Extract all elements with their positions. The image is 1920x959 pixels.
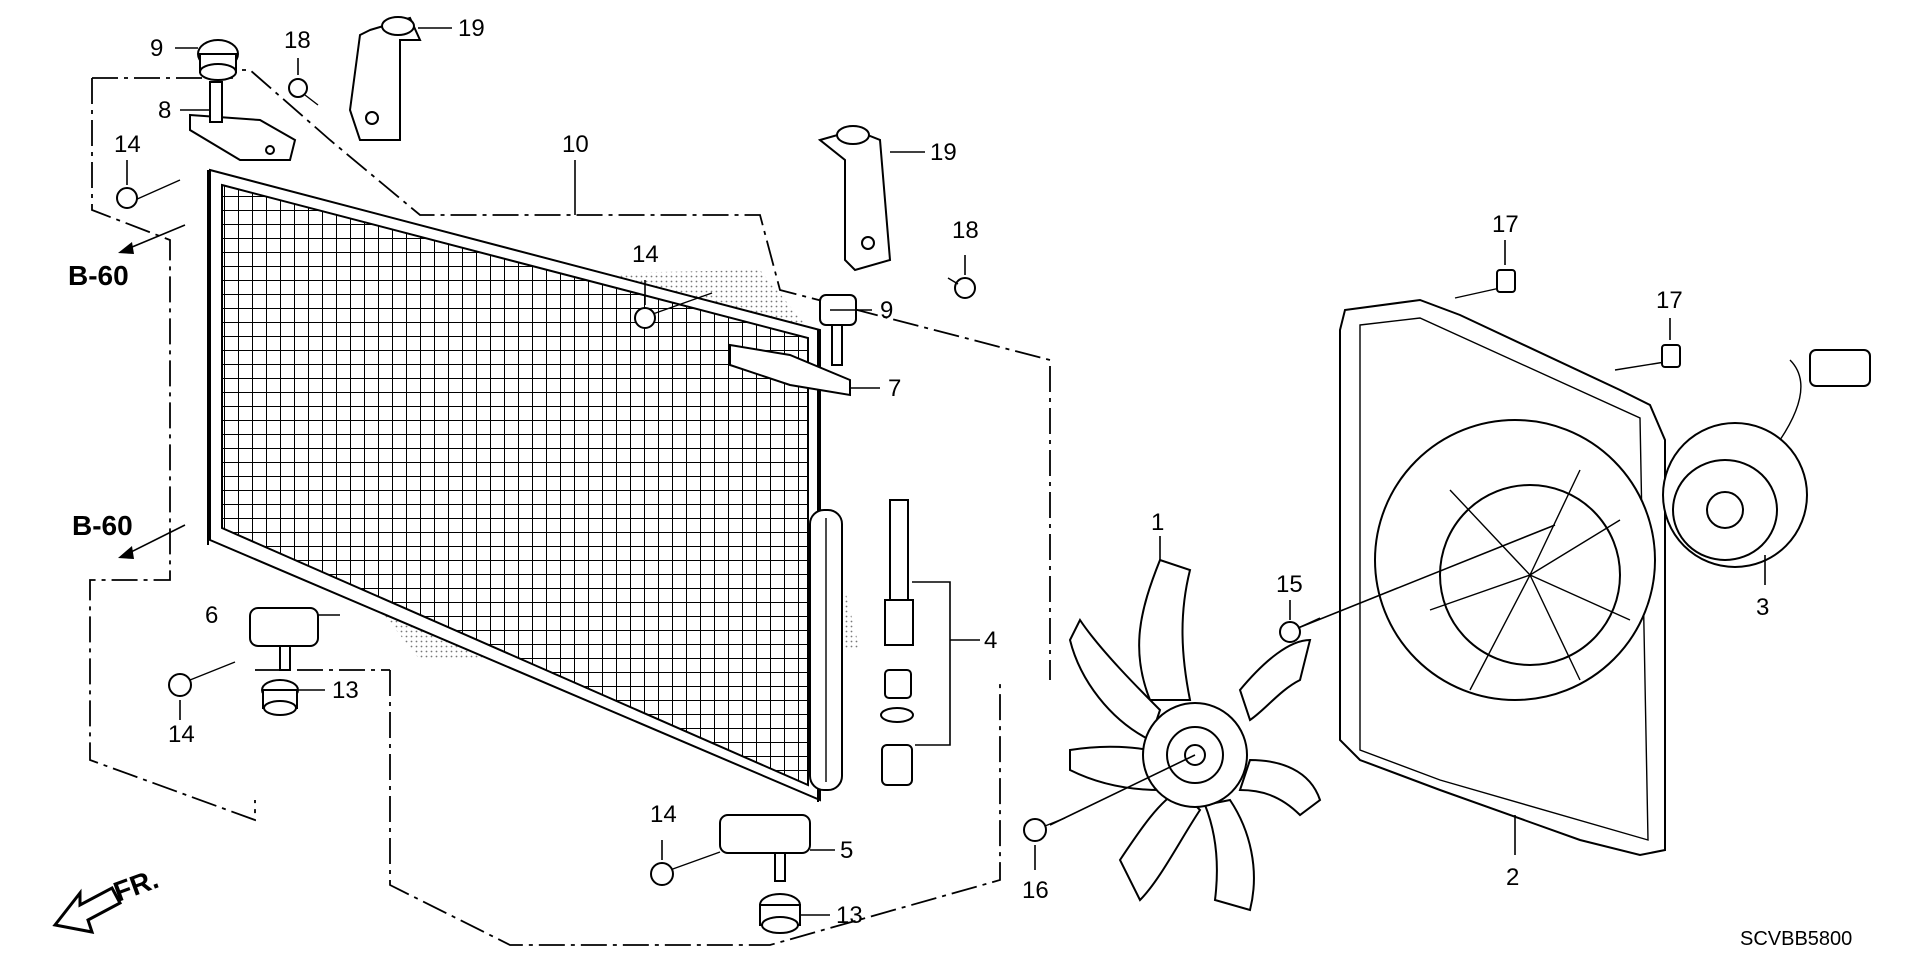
ref-link-top[interactable]: B-60 xyxy=(68,260,129,291)
part-label-3[interactable]: 3 xyxy=(1756,594,1769,621)
mount-bracket-top[interactable] xyxy=(348,16,422,141)
part-label-9-mid[interactable]: 9 xyxy=(880,297,893,324)
desiccant-set[interactable] xyxy=(880,499,914,786)
part-label-9-top[interactable]: 9 xyxy=(150,35,163,62)
lower-bracket-left[interactable] xyxy=(249,607,319,671)
ref-link-bottom[interactable]: B-60 xyxy=(72,510,133,541)
condenser[interactable] xyxy=(207,168,821,802)
fan-motor[interactable] xyxy=(1662,349,1871,568)
front-label: FR. xyxy=(109,863,162,908)
shroud-bolt-upper[interactable] xyxy=(1454,269,1516,299)
shroud-bolt-lower[interactable] xyxy=(1614,344,1681,371)
part-label-18-top[interactable]: 18 xyxy=(284,27,311,54)
part-label-7[interactable]: 7 xyxy=(888,375,901,402)
rubber-mount-top-left[interactable] xyxy=(197,39,239,81)
part-label-8[interactable]: 8 xyxy=(158,97,171,124)
diagram-code: SCVBB5800 xyxy=(1740,928,1852,950)
fan-shroud[interactable] xyxy=(1339,298,1666,857)
part-label-13-left[interactable]: 13 xyxy=(332,677,359,704)
part-label-14-lower-left[interactable]: 14 xyxy=(168,721,195,748)
mount-bracket-mid[interactable] xyxy=(817,125,892,272)
leader-lines xyxy=(126,27,1766,916)
bolt-mid[interactable] xyxy=(634,292,713,329)
part-label-10[interactable]: 10 xyxy=(562,131,589,158)
bolt-top-left[interactable] xyxy=(116,179,181,209)
clip-top[interactable] xyxy=(288,78,319,106)
lower-bracket-right[interactable] xyxy=(719,814,811,882)
receiver-dryer[interactable] xyxy=(809,509,843,791)
part-label-17-upper[interactable]: 17 xyxy=(1492,211,1519,238)
part-label-1[interactable]: 1 xyxy=(1151,509,1164,536)
bolt-lower-right[interactable] xyxy=(650,851,721,886)
part-label-15[interactable]: 15 xyxy=(1276,571,1303,598)
part-label-18-mid[interactable]: 18 xyxy=(952,217,979,244)
part-label-17-lower[interactable]: 17 xyxy=(1656,287,1683,314)
clip-mid[interactable] xyxy=(947,277,976,299)
part-label-14-mid[interactable]: 14 xyxy=(632,241,659,268)
part-label-13-right[interactable]: 13 xyxy=(836,902,863,929)
ref-arrow-top[interactable] xyxy=(118,224,186,254)
rubber-mount-lower-left[interactable] xyxy=(261,679,299,716)
part-label-16[interactable]: 16 xyxy=(1022,877,1049,904)
cooling-fan[interactable] xyxy=(1068,558,1322,912)
part-label-5[interactable]: 5 xyxy=(840,837,853,864)
rubber-mount-mid[interactable] xyxy=(819,294,857,366)
part-label-14-top[interactable]: 14 xyxy=(114,131,141,158)
part-label-2[interactable]: 2 xyxy=(1506,864,1519,891)
part-label-14-lower-right[interactable]: 14 xyxy=(650,801,677,828)
bolt-lower-left[interactable] xyxy=(168,661,236,697)
upper-bracket-right[interactable] xyxy=(729,343,851,397)
part-label-6[interactable]: 6 xyxy=(205,602,218,629)
upper-bracket-left[interactable] xyxy=(189,81,297,161)
front-arrow-icon xyxy=(52,885,123,934)
ref-arrow-bottom[interactable] xyxy=(118,524,186,559)
part-label-4[interactable]: 4 xyxy=(984,627,997,654)
part-label-19-top[interactable]: 19 xyxy=(458,15,485,42)
part-label-19-mid[interactable]: 19 xyxy=(930,139,957,166)
rubber-mount-lower-right[interactable] xyxy=(759,893,801,934)
